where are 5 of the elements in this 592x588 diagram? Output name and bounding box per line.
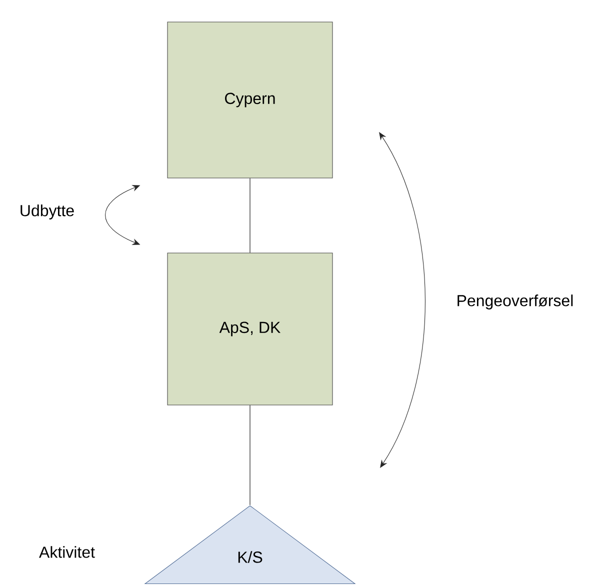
text-label: Pengeoverførsel xyxy=(458,294,573,310)
text-label: Aktivitet xyxy=(39,546,95,558)
edge-label: Udbytte xyxy=(20,204,74,220)
entity-box: ApS, DK xyxy=(167,252,333,406)
entity-box: Cypern xyxy=(167,22,333,178)
